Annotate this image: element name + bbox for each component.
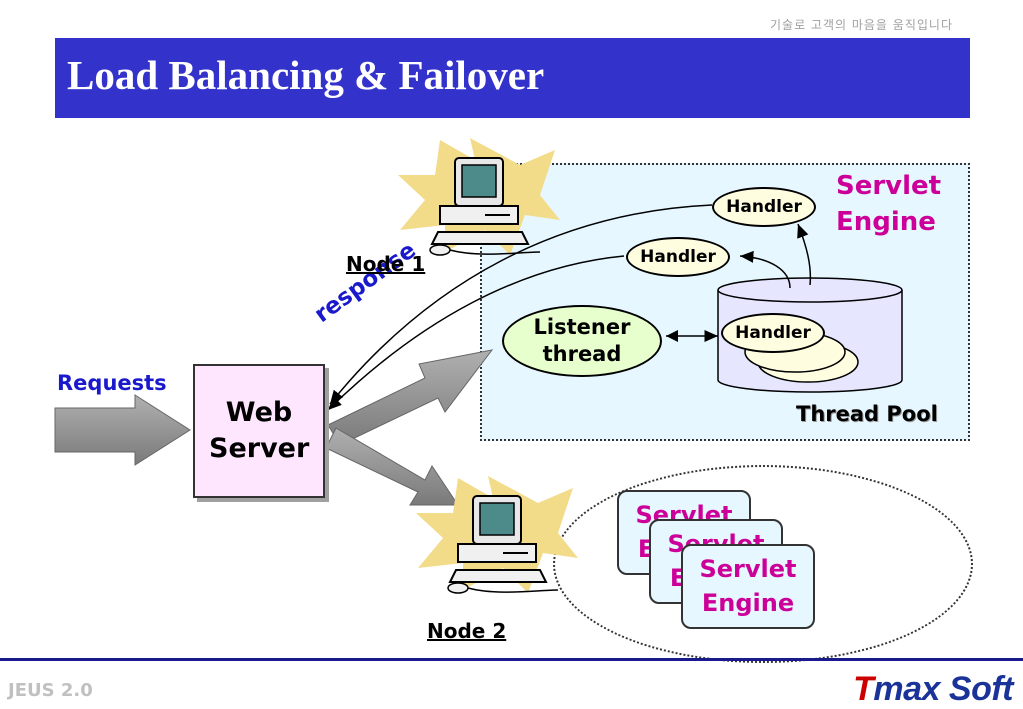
node2-label: Node 2 [427,619,507,643]
node2-engine-area [553,465,973,663]
handler-top: Handler [712,187,816,227]
web-server-label: Web Server [209,397,310,464]
node1-computer-icon [398,138,560,256]
version-label: JEUS 2.0 [8,680,93,701]
listener-label: Listener thread [533,315,631,366]
requests-arrow [54,394,191,466]
handler-middle: Handler [626,237,730,277]
title-bar: Load Balancing & Failover [55,38,970,118]
servlet-engine-title: Servlet Engine [836,171,942,237]
web-server-box: Web Server [193,364,325,498]
page-title: Load Balancing & Failover [67,52,545,98]
node2-servlet-engine-3: Servlet Engine [681,544,815,629]
footer-divider [0,658,1023,661]
tmax-soft-logo: Tmax Soft [853,670,1013,708]
node1-label: Node 1 [346,252,426,276]
node2-computer-icon [416,476,578,594]
requests-label: Requests [57,371,167,395]
listener-thread: Listener thread [502,305,662,377]
pool-to-handler-arrow [739,250,791,289]
node1-dispatch-arrow [327,349,494,446]
response-line-2 [327,255,625,411]
node2-dispatch-arrow [325,427,459,506]
response-line-1 [329,204,713,405]
thread-pool-label: Thread Pool [796,402,938,426]
handler-pool: Handler [721,313,825,353]
tagline: 기술로 고객의 마음을 움직입니다 [769,18,953,32]
pool-to-top-handler-arrow [797,223,812,286]
